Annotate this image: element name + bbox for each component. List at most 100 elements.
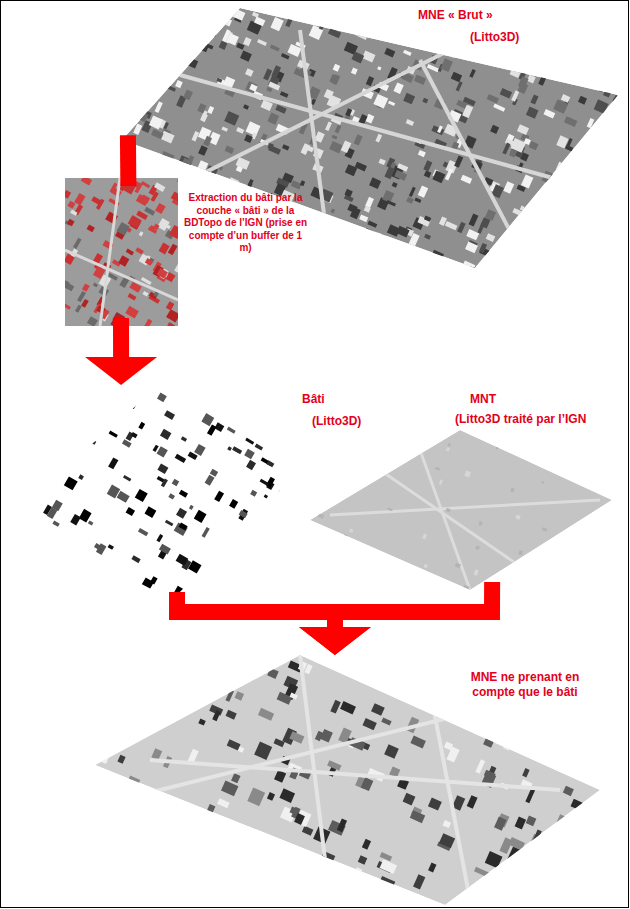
terrain-mark xyxy=(446,508,451,513)
building-block xyxy=(365,114,374,124)
building-block xyxy=(123,120,130,129)
building-block xyxy=(125,306,139,319)
building-block xyxy=(394,170,407,181)
building-block xyxy=(463,97,476,106)
building-block xyxy=(128,106,136,112)
building-block xyxy=(410,669,423,679)
building-block xyxy=(260,479,269,486)
building-block xyxy=(255,440,265,450)
building-block xyxy=(439,23,445,31)
building-block xyxy=(417,216,430,227)
building-block xyxy=(280,388,288,397)
building-block xyxy=(479,243,487,253)
building-block xyxy=(457,222,466,234)
dtm-texture xyxy=(315,432,610,592)
building-block xyxy=(201,45,208,52)
building-block xyxy=(229,177,240,186)
building-block xyxy=(235,882,248,896)
building-block xyxy=(244,449,255,459)
building-block xyxy=(376,895,385,904)
building-block xyxy=(365,197,374,208)
terrain-mark xyxy=(389,577,395,582)
building-block xyxy=(556,814,574,830)
building-block xyxy=(245,183,252,193)
building-block xyxy=(208,587,213,592)
building-block xyxy=(510,69,521,78)
building-block xyxy=(440,58,452,72)
building-block xyxy=(563,786,574,796)
building-block xyxy=(542,258,552,271)
terrain-mark xyxy=(448,443,452,447)
building-block xyxy=(182,268,196,282)
building-block xyxy=(201,398,209,406)
building-block xyxy=(229,499,238,509)
building-block xyxy=(554,239,566,248)
building-block xyxy=(252,521,260,532)
building-block xyxy=(558,897,576,909)
image-panel: Extraction du bâti par la couche « bâti … xyxy=(65,178,178,326)
building-block xyxy=(526,106,539,118)
building-block xyxy=(184,691,201,708)
terrain-mark xyxy=(387,507,393,511)
building-block xyxy=(494,269,504,279)
building-block xyxy=(403,50,412,56)
building-block xyxy=(321,869,331,879)
building-block xyxy=(409,187,416,197)
terrain-mark xyxy=(463,585,469,590)
building-block xyxy=(246,121,261,136)
building-block xyxy=(236,157,250,170)
building-block xyxy=(282,882,297,892)
building-block xyxy=(267,668,279,679)
building-block xyxy=(167,873,180,887)
building-block xyxy=(589,211,598,223)
building-block xyxy=(576,32,587,40)
building-block xyxy=(285,17,293,28)
building-block xyxy=(258,535,263,540)
building-block xyxy=(603,41,615,55)
building-block xyxy=(296,516,309,527)
building-block xyxy=(268,82,280,91)
building-block xyxy=(328,865,341,876)
building-block xyxy=(445,221,458,230)
building-block xyxy=(462,105,473,118)
building-block xyxy=(269,596,275,602)
building-block xyxy=(221,780,238,796)
building-block xyxy=(181,436,187,442)
building-block xyxy=(247,879,260,888)
building-block xyxy=(168,493,175,499)
arrow-shaft xyxy=(120,143,136,178)
building-block xyxy=(341,140,352,153)
building-block xyxy=(178,178,185,184)
building-block xyxy=(279,788,295,803)
building-block xyxy=(521,174,533,188)
building-block xyxy=(200,593,210,603)
building-block xyxy=(548,859,560,869)
building-block xyxy=(592,151,606,165)
building-block xyxy=(304,237,314,245)
building-block xyxy=(550,214,559,221)
dsm-buildings-image xyxy=(95,654,612,909)
building-block xyxy=(335,125,342,134)
building-block xyxy=(171,658,181,669)
building-block xyxy=(511,90,519,101)
building-block xyxy=(532,874,550,891)
building-block xyxy=(232,557,242,568)
building-block xyxy=(96,566,104,575)
building-block xyxy=(364,228,377,237)
building-block xyxy=(225,689,234,701)
building-block xyxy=(315,731,324,741)
building-block xyxy=(252,12,259,18)
building-block xyxy=(536,242,547,251)
building-block xyxy=(406,25,419,38)
building-block xyxy=(217,78,223,83)
building-block xyxy=(266,477,275,488)
building-block xyxy=(93,283,98,288)
building-block xyxy=(242,850,255,863)
building-block xyxy=(413,874,425,889)
building-block xyxy=(246,460,256,470)
building-block xyxy=(359,214,368,222)
building-block xyxy=(222,29,230,42)
building-block xyxy=(221,126,228,131)
building-block xyxy=(149,70,164,85)
building-block xyxy=(378,158,385,165)
